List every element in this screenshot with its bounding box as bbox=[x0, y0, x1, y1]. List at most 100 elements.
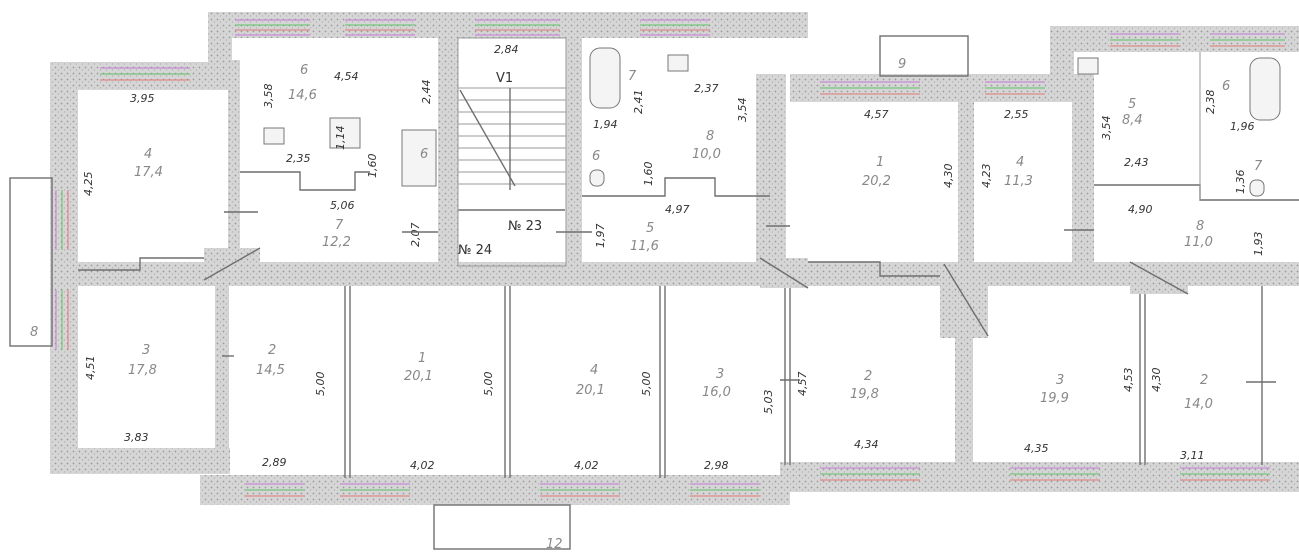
room-area: 20,1 bbox=[576, 383, 605, 398]
dimension: 4,25 bbox=[82, 172, 95, 197]
room-number: 6 bbox=[1222, 79, 1230, 94]
room-area: 17,4 bbox=[134, 165, 163, 180]
room-number: 8 bbox=[706, 129, 714, 144]
room-area: 14,5 bbox=[256, 363, 285, 378]
dimension: 1,93 bbox=[1252, 232, 1265, 257]
room-area: 10,0 bbox=[692, 147, 721, 162]
room-number: 1 bbox=[418, 351, 426, 366]
dimension: 1,60 bbox=[642, 162, 655, 187]
balcony-bottom bbox=[433, 504, 571, 550]
wall-bottom-right bbox=[780, 462, 1299, 492]
room-number: 4 bbox=[144, 147, 152, 162]
room-number: 5 bbox=[646, 221, 654, 236]
dimension: 3,11 bbox=[1180, 449, 1205, 462]
wall-int-2 bbox=[438, 38, 458, 266]
room-area: 11,0 bbox=[1184, 235, 1213, 250]
dimension: 3,83 bbox=[124, 431, 149, 444]
dimension: 2,89 bbox=[262, 456, 287, 469]
dimension: 4,02 bbox=[410, 459, 435, 472]
dimension: 4,30 bbox=[1150, 368, 1163, 393]
room-number: 2 bbox=[864, 369, 872, 384]
dimension: 4,97 bbox=[665, 203, 690, 216]
dimension: 1,97 bbox=[594, 224, 607, 249]
wall-int-4 bbox=[756, 74, 786, 264]
dimension: 4,90 bbox=[1128, 203, 1153, 216]
dimension: 2,44 bbox=[420, 80, 433, 105]
sink bbox=[329, 117, 361, 149]
room-number: 3 bbox=[716, 367, 724, 382]
dimension: 3,58 bbox=[262, 84, 275, 109]
dimension: 4,02 bbox=[574, 459, 599, 472]
room-number: 2 bbox=[1200, 373, 1208, 388]
room-number: 8 bbox=[30, 325, 38, 340]
dimension: 5,06 bbox=[330, 199, 355, 212]
dimension: 1,60 bbox=[366, 154, 379, 179]
room-number: 6 bbox=[420, 147, 428, 162]
stair-label: V1 bbox=[496, 71, 513, 86]
room-number: 7 bbox=[335, 218, 344, 233]
dimension: 1,94 bbox=[593, 118, 618, 131]
room-area: 20,1 bbox=[404, 369, 433, 384]
bathtub bbox=[1249, 57, 1281, 121]
dimension: 2,41 bbox=[632, 90, 645, 115]
room-area: 12,2 bbox=[322, 235, 351, 250]
balcony-top bbox=[879, 35, 969, 77]
labels: V1 № 23 № 24 6 14,6 4 17,4 7 12,2 6 7 6 … bbox=[30, 43, 1265, 552]
dimension: 4,34 bbox=[854, 438, 879, 451]
dimension: 3,95 bbox=[130, 92, 155, 105]
room-area: 11,6 bbox=[630, 239, 659, 254]
room-area: 19,9 bbox=[1040, 391, 1069, 406]
room-number: 6 bbox=[300, 63, 308, 78]
room-number: 8 bbox=[1196, 219, 1204, 234]
wall-int-5 bbox=[958, 90, 974, 265]
wall-top-right bbox=[1050, 26, 1299, 52]
balconies bbox=[9, 35, 969, 550]
dimension: 2,37 bbox=[694, 82, 719, 95]
staircase bbox=[457, 37, 567, 267]
room-number: 12 bbox=[546, 537, 563, 552]
dimension: 1,14 bbox=[334, 126, 347, 151]
wall-top-left bbox=[55, 62, 235, 90]
door-marks bbox=[222, 211, 1276, 383]
balcony-left bbox=[9, 177, 53, 347]
fixtures bbox=[263, 47, 1281, 197]
dimension: 5,00 bbox=[482, 372, 495, 397]
dimension: 4,54 bbox=[334, 70, 359, 83]
dimension: 4,23 bbox=[980, 164, 993, 189]
apartment-label: № 23 bbox=[508, 219, 542, 234]
dimension: 2,98 bbox=[704, 459, 729, 472]
dimension: 4,57 bbox=[796, 372, 809, 397]
room-area: 16,0 bbox=[702, 385, 731, 400]
dimension: 4,35 bbox=[1024, 442, 1049, 455]
stove bbox=[263, 127, 285, 145]
wall-left bbox=[50, 62, 78, 472]
wall-bottom-left bbox=[50, 448, 230, 474]
room-number: 9 bbox=[898, 57, 906, 72]
wall-corridor-bold bbox=[402, 265, 762, 285]
room-area: 11,3 bbox=[1004, 174, 1033, 189]
partitions bbox=[78, 52, 1299, 478]
wall-top-right-step bbox=[1050, 26, 1074, 102]
dimension: 3,54 bbox=[736, 98, 749, 123]
dimension: 4,57 bbox=[864, 108, 889, 121]
dimension: 4,53 bbox=[1122, 368, 1135, 393]
room-number: 5 bbox=[1128, 97, 1136, 112]
dimension: 2,43 bbox=[1124, 156, 1149, 169]
toilet bbox=[1249, 179, 1265, 197]
dimension: 2,07 bbox=[409, 223, 422, 248]
room-area: 14,0 bbox=[1184, 397, 1213, 412]
dimension: 4,51 bbox=[84, 356, 97, 381]
dimension: 5,03 bbox=[762, 390, 775, 415]
vent-shafts bbox=[203, 247, 1189, 337]
room-number: 6 bbox=[592, 149, 600, 164]
room-area: 17,8 bbox=[128, 363, 157, 378]
room-number: 7 bbox=[1254, 159, 1263, 174]
room-number: 4 bbox=[590, 363, 598, 378]
windows bbox=[55, 19, 1285, 497]
stove bbox=[667, 54, 689, 72]
dimension: 4,30 bbox=[942, 164, 955, 189]
room-area: 14,6 bbox=[288, 88, 317, 103]
wall-int-3 bbox=[566, 38, 582, 266]
dimension: 1,36 bbox=[1234, 170, 1247, 195]
